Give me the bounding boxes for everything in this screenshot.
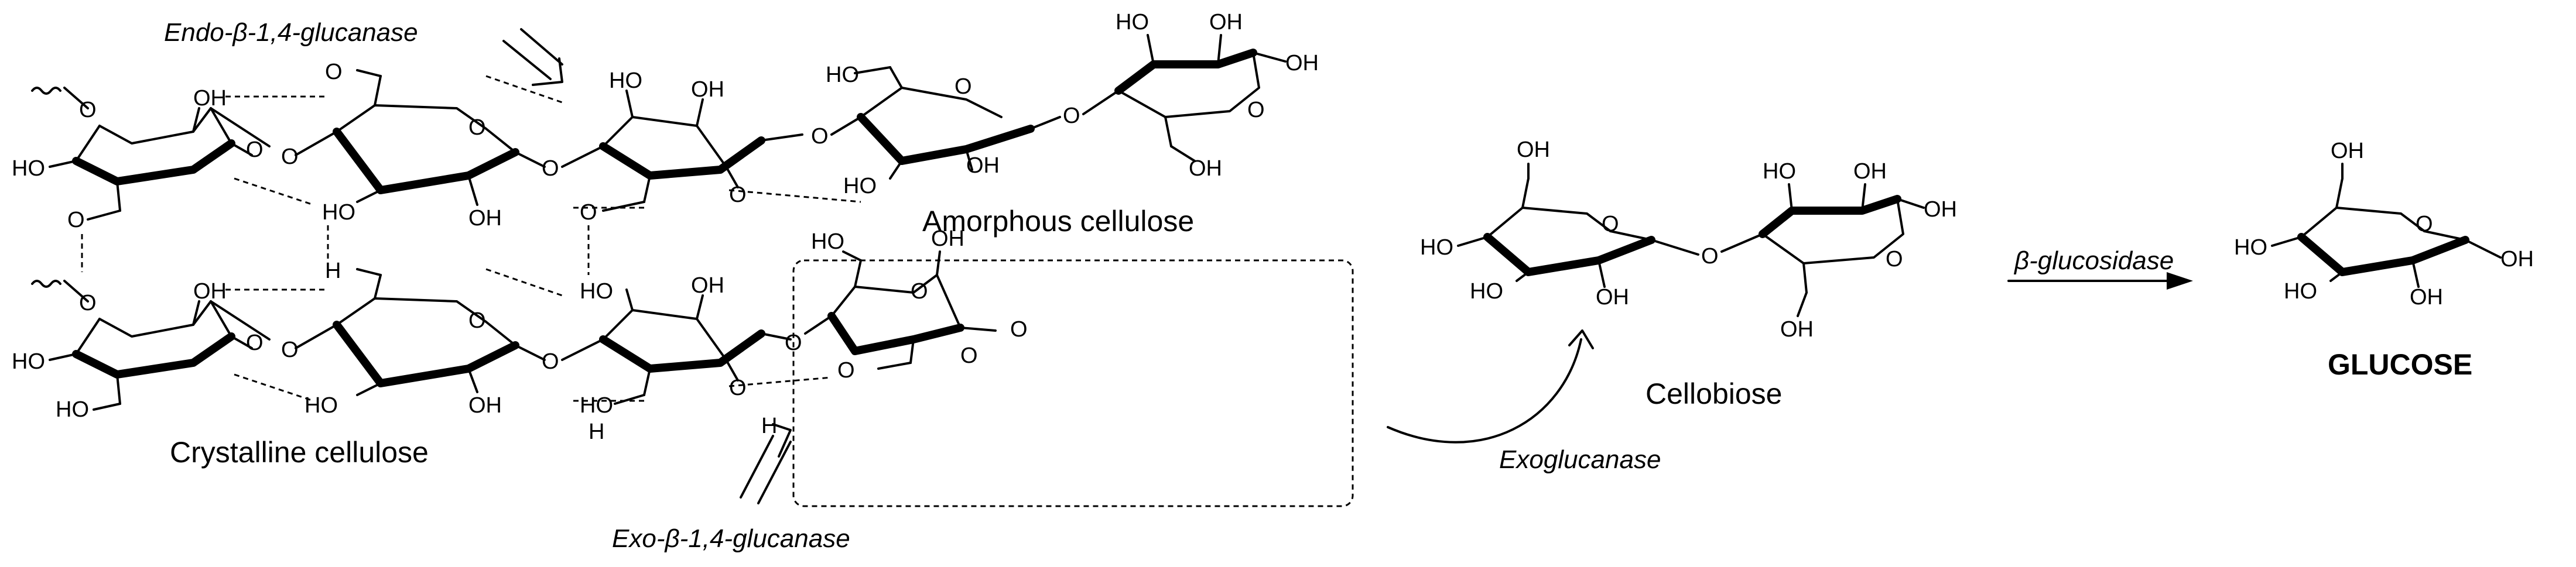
o-atom: O	[2416, 212, 2433, 236]
o-atom: O	[1247, 98, 1265, 122]
ho-label: HO	[56, 397, 89, 422]
o-atom: O	[1010, 317, 1028, 342]
oh-label: OH	[1853, 159, 1887, 184]
hydrogen-bonds	[81, 75, 861, 402]
o-atom: O	[542, 349, 559, 374]
glucose-label: GLUCOSE	[2328, 348, 2472, 381]
ho-label: HO	[609, 68, 642, 93]
o-atom: O	[1063, 104, 1080, 128]
oh-label: OH	[1780, 317, 1814, 342]
oh-label: OH	[1596, 285, 1629, 310]
o-atom: O	[79, 98, 97, 122]
oh-label: OH	[1189, 156, 1222, 181]
o-atom: O	[837, 358, 855, 383]
o-atom: O	[1886, 247, 1903, 272]
oh-label: OH	[1209, 10, 1243, 35]
ho-label: HO	[322, 200, 355, 225]
ho-label: HO	[580, 393, 613, 418]
o-atom: O	[542, 156, 559, 181]
crystalline-cellulose-label: Crystalline cellulose	[170, 436, 429, 469]
exoglucanase-arrow	[1387, 329, 1594, 444]
o-atom: O	[1602, 212, 1619, 236]
o-atom: O	[729, 183, 747, 207]
oh-label: OH	[966, 153, 1000, 178]
amorphous-cellulose-label: Amorphous cellulose	[922, 205, 1194, 238]
o-atom: O	[960, 343, 978, 368]
o-atom: O	[325, 60, 343, 84]
oh-label: OH	[931, 226, 964, 251]
ho-label: HO	[12, 349, 45, 374]
o-atom: O	[281, 145, 299, 169]
o-atom: O	[468, 308, 486, 333]
cellobiose-highlight-box	[792, 259, 1354, 507]
o-atom: O	[911, 279, 928, 304]
cellobiose-label: Cellobiose	[1646, 377, 1782, 410]
h-label: H	[325, 259, 341, 283]
ho-label: HO	[826, 63, 859, 87]
o-atom: O	[281, 338, 299, 362]
oh-label: OH	[468, 206, 502, 231]
oh-label: OH	[2410, 285, 2443, 310]
oh-label: OH	[193, 279, 227, 304]
glucose-structure: OH HO HO OH O OH	[2234, 139, 2534, 310]
endo-arrow	[502, 28, 563, 86]
exoglucanase-label: Exoglucanase	[1499, 445, 1661, 474]
exo-arrow	[740, 423, 792, 504]
beta-glucosidase-label: β-glucosidase	[2013, 246, 2174, 275]
ho-label: HO	[1470, 279, 1503, 304]
oh-label: OH	[691, 273, 724, 298]
o-atom: O	[729, 376, 747, 400]
ho-label: HO	[2234, 235, 2267, 260]
oh-label: OH	[691, 77, 724, 102]
o-atom: O	[580, 200, 597, 225]
o-atom: O	[79, 291, 97, 315]
oh-label: OH	[1924, 197, 1957, 222]
o-atom: O	[955, 74, 972, 99]
o-atom: O	[468, 115, 486, 140]
ho-label: HO	[305, 393, 338, 418]
endo-glucanase-label: Endo-β-1,4-glucanase	[164, 18, 418, 47]
ho-label: HO	[1763, 159, 1796, 184]
exo-glucanase-label: Exo-β-1,4-glucanase	[612, 524, 850, 553]
ho-label: HO	[12, 156, 45, 181]
ho-label: HO	[580, 279, 613, 304]
ho-label: HO	[2284, 279, 2317, 304]
oh-label: OH	[193, 86, 227, 111]
h-label: H	[589, 420, 604, 444]
lower-chain: O OH HO HO O O H O HO OH O HO OH	[12, 226, 1028, 444]
ho-label: HO	[1420, 235, 1453, 260]
cellobiose-structure: OH HO HO OH O O HO OH OH O OH	[1420, 138, 1957, 342]
upper-chain: O OH HO O O O O O HO OH O	[12, 10, 1319, 232]
oh-label: OH	[1517, 138, 1550, 162]
glucosidase-arrow	[2007, 272, 2193, 290]
oh-label: OH	[1285, 51, 1319, 75]
o-atom: O	[67, 208, 85, 232]
ho-label: HO	[1116, 10, 1149, 35]
ho-label: HO	[811, 229, 844, 254]
oh-label: OH	[468, 393, 502, 418]
o-atom: O	[1701, 244, 1719, 269]
oh-label: OH	[2331, 139, 2364, 163]
ho-label: HO	[843, 174, 877, 198]
oh-label: OH	[2500, 247, 2534, 272]
o-atom: O	[811, 124, 829, 149]
